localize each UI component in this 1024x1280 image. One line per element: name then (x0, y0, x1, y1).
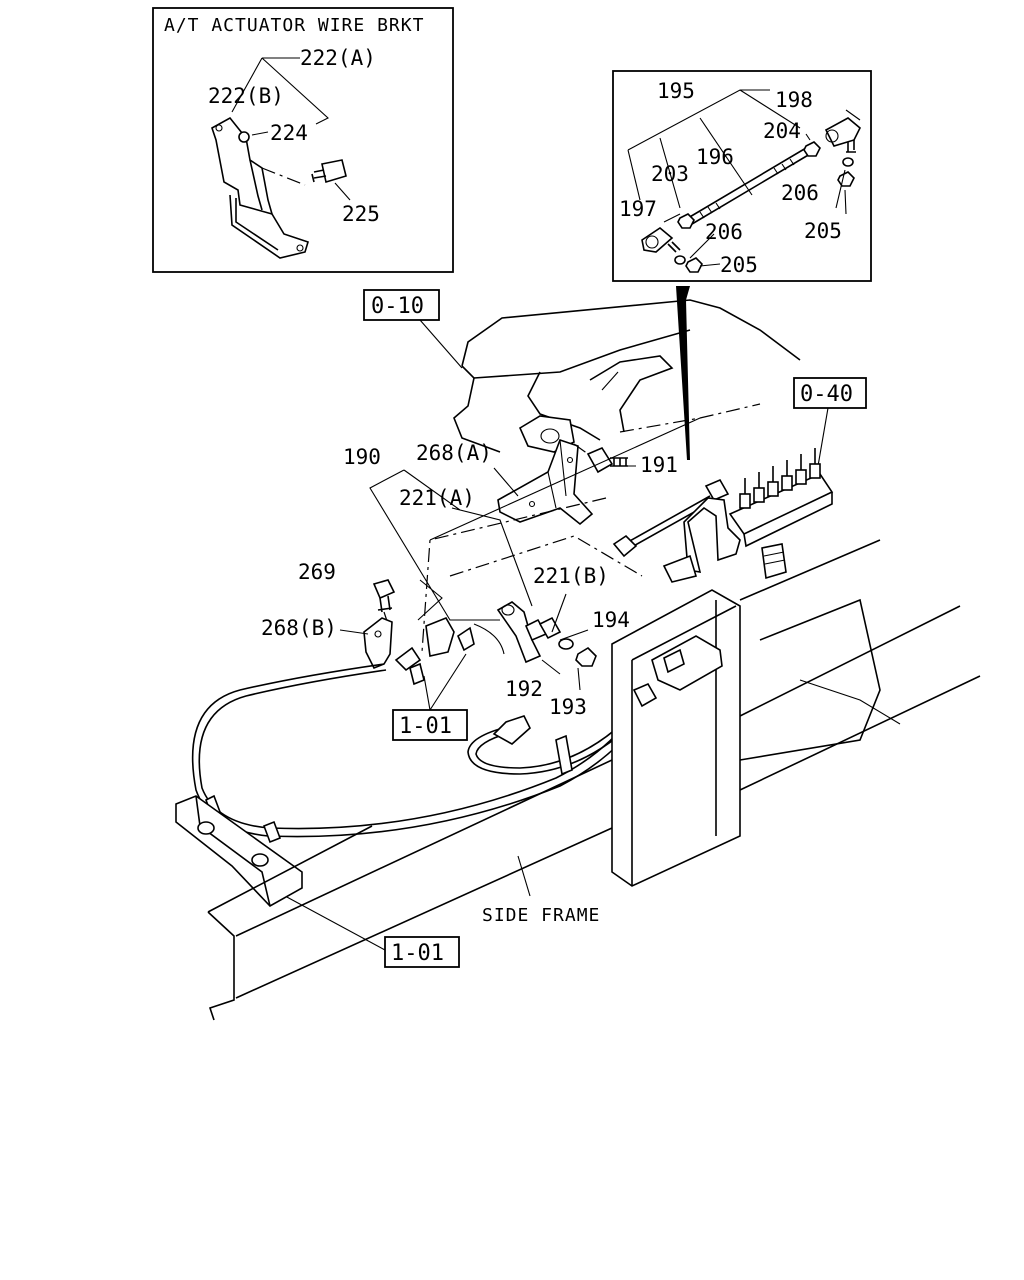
ref-0-40: 0-40 (793, 377, 867, 467)
dashed-guides (421, 497, 643, 653)
bolt-269 (372, 579, 396, 625)
inset-left-title: A/T ACTUATOR WIRE BRKT (164, 15, 424, 36)
label-191: 191 (640, 453, 678, 477)
ref-0-10: 0-10 (363, 289, 463, 369)
label-224: 224 (270, 121, 308, 145)
ref-1-01-lower: 1-01 (284, 895, 460, 968)
label-194: 194 (592, 608, 630, 632)
svg-text:1-01: 1-01 (399, 714, 452, 739)
label-268a: 268(A) (416, 441, 492, 465)
wire-bracket-drawing (211, 116, 347, 259)
label-205-right: 205 (804, 219, 842, 243)
leader-224 (251, 131, 269, 136)
bracket-268a (497, 438, 594, 526)
inset-left-frame (152, 7, 454, 273)
lever-221 (496, 601, 597, 667)
label-195: 195 (657, 79, 695, 103)
cable-clamp-hardware (394, 616, 505, 686)
side-frame (207, 417, 981, 1021)
bolt-191 (573, 443, 628, 474)
label-204: 204 (763, 119, 801, 143)
label-225: 225 (342, 202, 380, 226)
label-192: 192 (505, 677, 543, 701)
bolt-225 (261, 159, 347, 186)
label-190: 190 (343, 445, 381, 469)
label-203: 203 (651, 162, 689, 186)
fuel-pump-block (728, 448, 834, 580)
bracket-268b (363, 617, 393, 670)
label-221b: 221(B) (533, 564, 609, 588)
label-268b: 268(B) (261, 616, 337, 640)
label-193: 193 (549, 695, 587, 719)
engine-outline (453, 299, 801, 453)
svg-text:0-40: 0-40 (800, 382, 853, 407)
ref-1-01-upper: 1-01 (392, 653, 468, 741)
svg-text:0-10: 0-10 (371, 294, 424, 319)
label-197: 197 (619, 197, 657, 221)
leader-225 (334, 182, 351, 201)
inset-pointer (676, 286, 690, 460)
leader-222 (231, 57, 329, 125)
label-222a: 222(A) (300, 46, 376, 70)
label-196: 196 (696, 145, 734, 169)
leaders-right-inset (627, 89, 861, 267)
frame-mount-bracket (175, 795, 303, 908)
linkage-rod-drawing (641, 117, 861, 273)
svg-text:1-01: 1-01 (391, 941, 444, 966)
side-frame-label: SIDE FRAME (482, 905, 600, 926)
label-221a: 221(A) (399, 486, 475, 510)
label-269: 269 (298, 560, 336, 584)
linkage-on-engine (612, 478, 741, 583)
label-206-bottom: 206 (705, 220, 743, 244)
main-leaders (339, 465, 636, 897)
label-206-right: 206 (781, 181, 819, 205)
label-222b: 222(B) (208, 84, 284, 108)
label-205-bottom: 205 (720, 253, 758, 277)
cross-member (611, 589, 741, 887)
label-198: 198 (775, 88, 813, 112)
inset-actuator-wire-bracket: A/T ACTUATOR WIRE BRKT 222(A) 222(B) 224… (152, 7, 454, 273)
inset-linkage-rod: 195 198 204 196 203 206 197 206 205 205 (612, 70, 872, 282)
